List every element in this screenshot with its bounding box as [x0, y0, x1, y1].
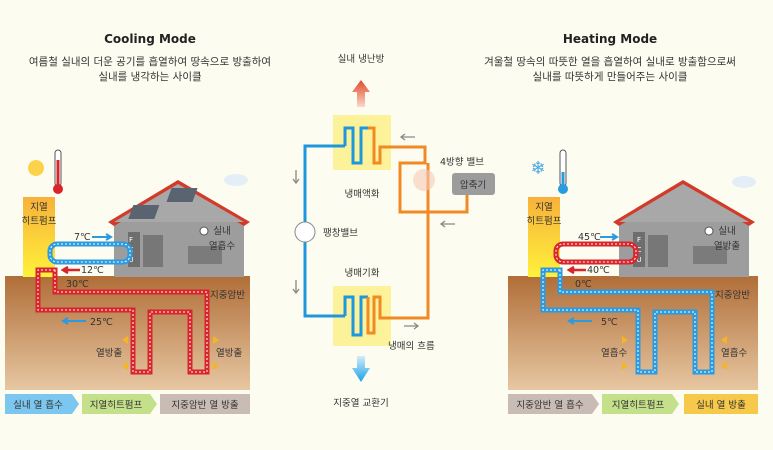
- step-2-label: 지열히트펌프: [90, 399, 143, 411]
- cycle-top-label: 실내 냉난방: [338, 54, 385, 65]
- temp-ground-cool: 25℃: [90, 317, 113, 328]
- arrow-left-icon: [61, 317, 86, 325]
- house: [613, 180, 755, 277]
- indoor-label-2: 열방출: [714, 241, 740, 252]
- cooling-desc-2: 실내를 냉각하는 사이클: [98, 70, 202, 83]
- arrow-right-icon: [92, 233, 113, 241]
- four-way-valve-icon: [413, 169, 435, 191]
- heating-panel: Heating Mode 겨울철 땅속의 따뜻한 열을 흡열하여 실내로 방출함…: [484, 32, 758, 414]
- fcu-f: F: [637, 236, 641, 244]
- heat-pump-box: [528, 197, 560, 277]
- refrigerant-cycle: 실내 냉난방 압축기 4방향 밸브 냉매액화 팽창밸브 냉매기화 냉매의 흐름 …: [292, 54, 495, 409]
- clock-icon: [704, 226, 714, 236]
- step-3-label: 실내 열 방출: [696, 400, 746, 411]
- condense-label: 냉매액화: [345, 188, 380, 200]
- arrow-down-icon: [352, 356, 370, 382]
- temp-in: 45℃: [578, 232, 601, 243]
- ground: [508, 276, 758, 390]
- temp-ground-cool: 5℃: [601, 317, 618, 328]
- four-way-valve-label: 4방향 밸브: [440, 156, 484, 168]
- heat-pump-box: [23, 197, 55, 277]
- heating-desc-1: 겨울철 땅속의 따뜻한 열을 흡열하여 실내로 방출함으로써: [484, 55, 736, 68]
- step-3-label: 지중암반 열 방출: [171, 399, 238, 411]
- cooling-desc-1: 여름철 실내의 더운 공기를 흡열하여 땅속으로 방출하여: [29, 55, 271, 68]
- arrow-up-icon: [352, 80, 370, 107]
- step-2: [602, 394, 679, 414]
- heat-absorb-right: 열흡수: [721, 347, 747, 359]
- clock-icon: [199, 226, 209, 236]
- step-1-label: 실내 열 흡수: [13, 399, 63, 411]
- fcu-c: C: [637, 246, 642, 254]
- thermometer-icon: [558, 149, 568, 194]
- expansion-label: 팽창밸브: [323, 228, 358, 239]
- rock-label: 지중암반: [210, 289, 245, 301]
- heat-pump-label-2: 히트펌프: [527, 215, 562, 227]
- compressor-box: [452, 173, 495, 195]
- indoor-label-1: 실내: [718, 226, 735, 237]
- flow-arrows: [292, 133, 455, 330]
- snowflake-icon: ❄: [530, 158, 545, 179]
- rock-label: 지중암반: [715, 289, 750, 301]
- fcu-f: F: [129, 236, 133, 244]
- heating-title: Heating Mode: [563, 32, 657, 46]
- thermometer-icon: [53, 149, 63, 194]
- fcu-u: U: [636, 256, 641, 264]
- step-1: [508, 394, 599, 414]
- temp-out: 12℃: [81, 265, 104, 276]
- heat-release-left: 열방출: [96, 348, 122, 359]
- evaporate-label: 냉매기화: [345, 268, 380, 279]
- arrow-left-icon: [60, 265, 80, 275]
- arrow-right-icon: [600, 233, 619, 241]
- temp-ground-hot: 0℃: [575, 279, 592, 290]
- heat-pump-label-1: 지열: [535, 202, 552, 213]
- expansion-valve-icon: [294, 221, 316, 243]
- step-2-label: 지열히트펌프: [612, 399, 665, 411]
- temp-out: 40℃: [587, 265, 610, 276]
- step-3: [684, 394, 758, 414]
- compressor-label: 압축기: [460, 179, 486, 191]
- temp-in: 7℃: [74, 232, 91, 243]
- indoor-label-2: 열흡수: [209, 240, 235, 252]
- cloud-icon: [224, 174, 248, 186]
- cooling-title: Cooling Mode: [104, 32, 196, 46]
- heating-desc-2: 실내를 따뜻하게 만들어주는 사이클: [533, 70, 688, 83]
- heat-pump-label-1: 지열: [30, 202, 47, 213]
- step-1-label: 지중암반 열 흡수: [516, 399, 583, 411]
- indoor-label-1: 실내: [213, 226, 230, 237]
- heat-release-right: 열방출: [216, 348, 242, 359]
- cycle-bottom-label: 지중열 교환기: [333, 397, 388, 409]
- orange-line: [366, 126, 469, 335]
- arrow-left-icon: [566, 265, 586, 275]
- step-3: [160, 394, 250, 414]
- arrow-left-icon: [567, 317, 592, 325]
- flow-label: 냉매의 흐름: [388, 341, 435, 352]
- temp-ground-hot: 30℃: [66, 279, 89, 290]
- cloud-icon: [732, 176, 756, 188]
- step-1: [5, 394, 79, 414]
- heat-pump-label-2: 히트펌프: [22, 215, 57, 227]
- step-2: [82, 394, 157, 414]
- heat-absorb-left: 열흡수: [601, 347, 627, 359]
- sun-icon: [28, 160, 44, 176]
- cooling-panel: Cooling Mode 여름철 실내의 더운 공기를 흡열하여 땅속으로 방출…: [5, 32, 271, 414]
